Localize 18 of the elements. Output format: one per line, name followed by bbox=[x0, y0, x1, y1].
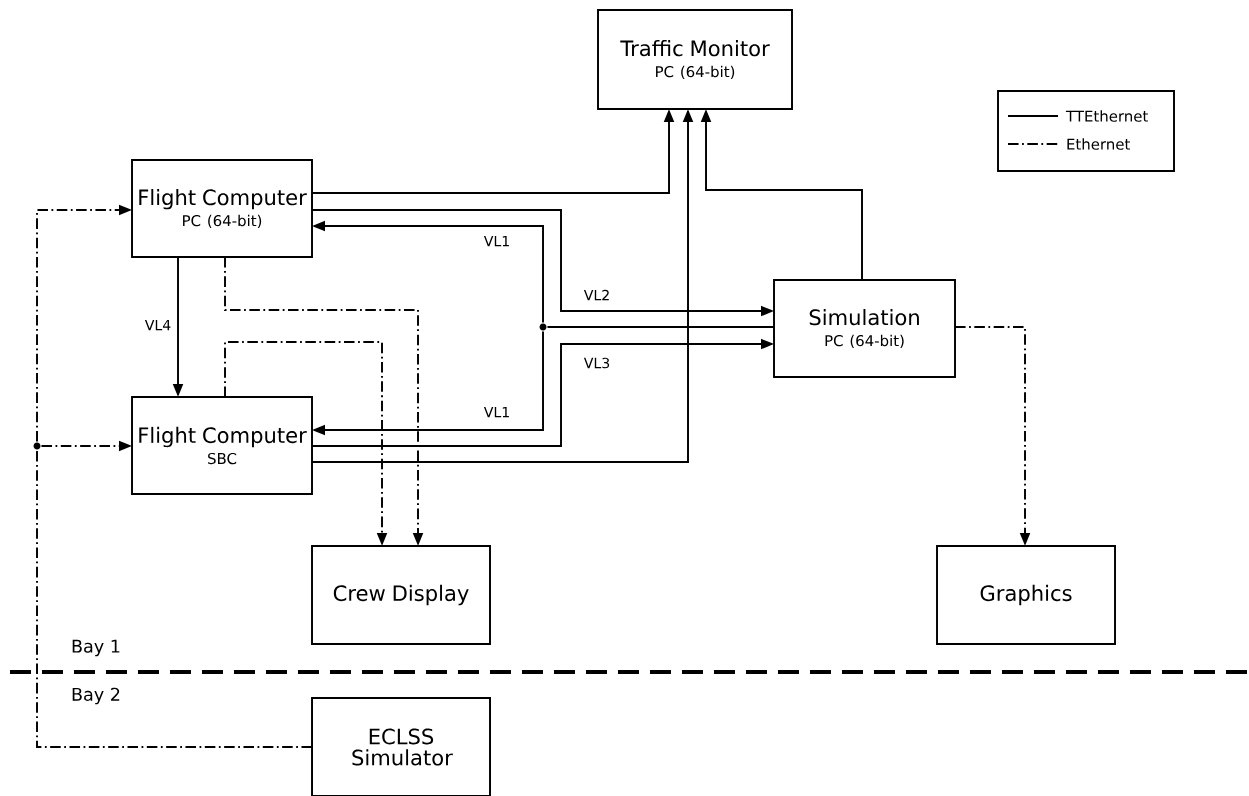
system-box: Simulation PC (64-bit) bbox=[773, 279, 956, 378]
system-box: ECLSS Simulator bbox=[311, 697, 491, 796]
legend-text: TTEthernet bbox=[1065, 110, 1148, 122]
edge-label: VL2 bbox=[582, 288, 612, 302]
edge-label: VL1 bbox=[482, 234, 512, 248]
legend-text: Ethernet bbox=[1067, 138, 1130, 150]
system-box: Traffic Monitor PC (64-bit) bbox=[597, 9, 793, 110]
system-box: Flight Computer PC (64-bit) bbox=[131, 159, 313, 258]
system-box: Graphics bbox=[936, 545, 1116, 645]
edge-label: VL4 bbox=[143, 318, 173, 332]
connector bbox=[36, 449, 313, 748]
edge-label: VL3 bbox=[582, 355, 612, 371]
bay-label: Bay 2 bbox=[72, 687, 120, 705]
edge-label: VL1 bbox=[482, 405, 512, 419]
system-box: Flight Computer SBC bbox=[131, 396, 313, 495]
connector bbox=[546, 326, 775, 328]
system-box: Crew Display bbox=[311, 545, 491, 645]
bay-label: Bay 1 bbox=[72, 639, 120, 657]
